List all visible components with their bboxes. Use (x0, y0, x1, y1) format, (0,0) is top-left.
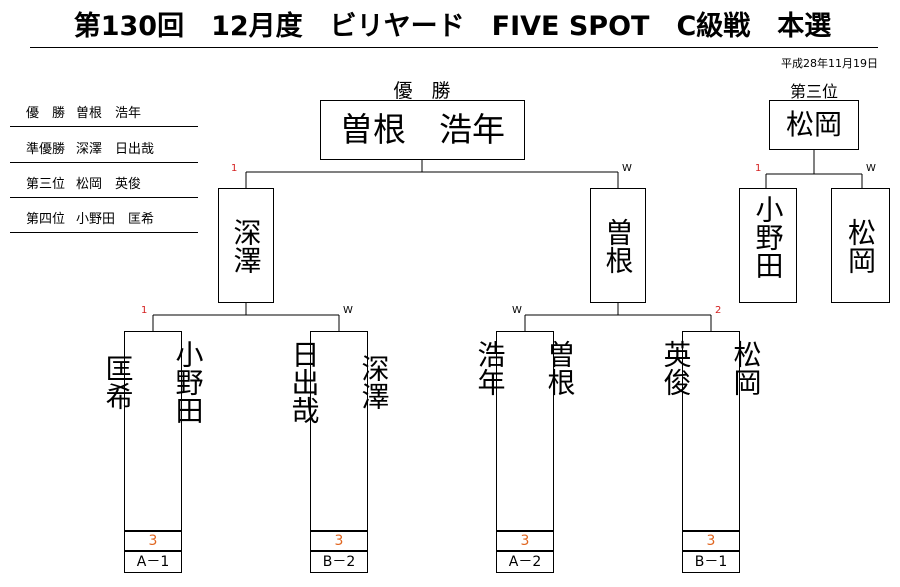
result-label: 第四位 (26, 212, 66, 227)
result-name: 松岡 英俊 (76, 177, 142, 192)
result-row-runner-up: 準優勝深澤 日出哉 (10, 138, 198, 163)
result-label: 準優勝 (26, 142, 66, 157)
semi-right-mark: W (622, 163, 632, 174)
result-name: 深澤 日出哉 (76, 142, 155, 157)
third-right-mark: W (866, 163, 876, 174)
r1-a2-name-box: 曽根 浩年 (474, 331, 577, 531)
result-name: 小野田 匡希 (76, 212, 155, 227)
semi-right-box: 曽根 (590, 188, 646, 303)
r1-b2-name-box: 深澤 日出哉 (288, 331, 391, 531)
r1-b2-mark: W (343, 305, 353, 316)
third-right-box: 松岡 (831, 188, 890, 303)
r1-a1-class: A－1 (124, 551, 182, 573)
semi-left-mark: 1 (231, 163, 238, 174)
champion-heading: 優 勝 (393, 80, 451, 102)
r1-b1-score: 3 (682, 531, 740, 551)
page-title: 第130回 12月度 ビリヤード FIVE SPOT C級戦 本選 (73, 11, 832, 42)
r1-b2-class: B－2 (310, 551, 368, 573)
result-label: 第三位 (26, 177, 66, 192)
r1-a1-score: 3 (124, 531, 182, 551)
third-heading: 第三位 (789, 82, 838, 101)
result-label: 優 勝 (26, 106, 66, 121)
champion-box: 曽根 浩年 (320, 100, 525, 160)
result-row-fourth: 第四位小野田 匡希 (10, 208, 198, 233)
semi-left-box: 深澤 (218, 188, 274, 303)
r1-a2-mark: W (512, 305, 522, 316)
r1-a2-score: 3 (496, 531, 554, 551)
r1-a1-mark: 1 (141, 305, 148, 316)
r1-b1-mark: 2 (715, 305, 722, 316)
third-winner-box: 松岡 (769, 100, 859, 150)
third-left-box: 小野田 (739, 188, 797, 303)
title-underline (30, 47, 878, 48)
r1-a2-class: A－2 (496, 551, 554, 573)
result-name: 曽根 浩年 (76, 106, 142, 121)
result-row-third: 第三位松岡 英俊 (10, 173, 198, 198)
r1-b2-score: 3 (310, 531, 368, 551)
r1-b1-name-box: 松岡 英俊 (660, 331, 763, 531)
r1-a1-name-box: 小野田 匡希 (102, 331, 205, 531)
r1-b1-class: B－1 (682, 551, 740, 573)
third-left-mark: 1 (755, 163, 762, 174)
result-row-winner: 優 勝曽根 浩年 (10, 102, 198, 127)
event-date: 平成28年11月19日 (781, 57, 878, 70)
